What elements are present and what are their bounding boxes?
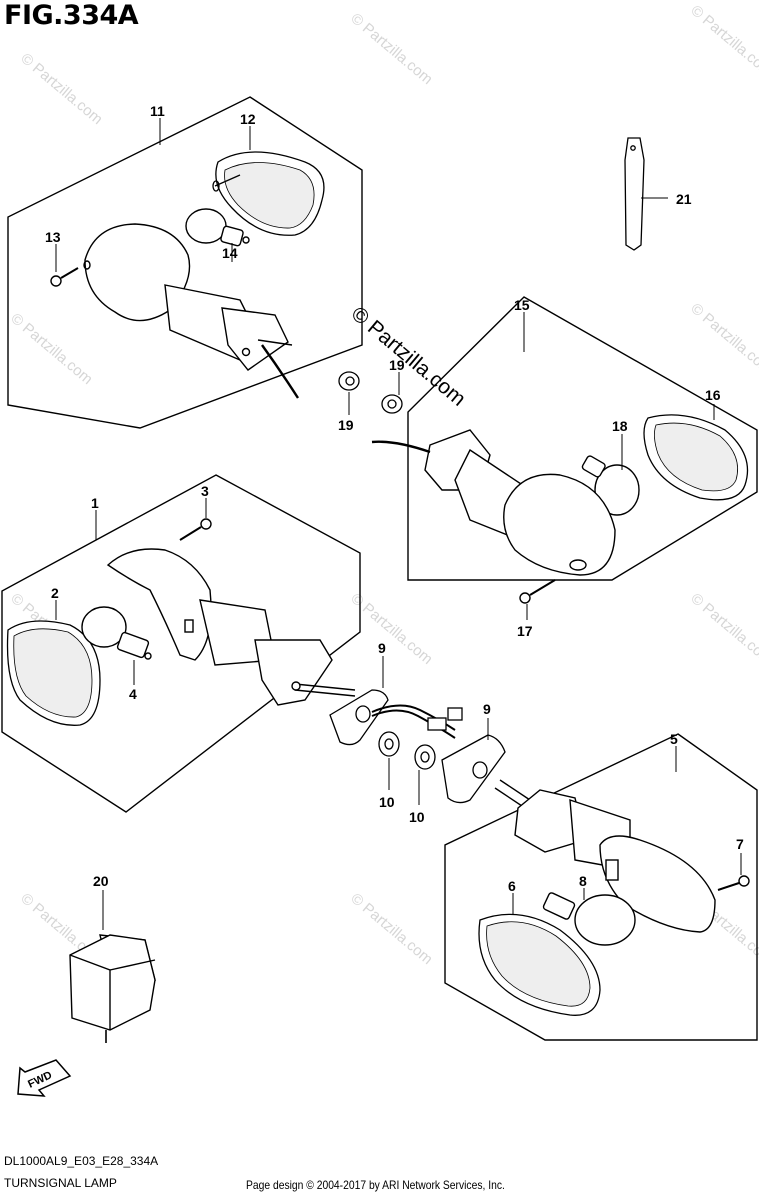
watermark-3: © Partzilla.com [17,50,105,128]
callout-18: 18 [612,418,628,434]
callout-9-right: 9 [483,701,491,717]
screw-13-shape [50,267,79,287]
callout-16: 16 [705,387,721,403]
wiring-harness-shape [371,704,463,739]
model-code: DL1000AL9_E03_E28_334A [4,1154,159,1168]
group-11-front-left-lamp [7,96,363,429]
screw-17-shape [519,579,556,604]
callout-5: 5 [670,731,678,747]
callout-labels: 11 12 13 14 21 15 19 19 16 18 17 3 1 2 4… [45,103,744,894]
gasket-9-b-shape [441,718,506,804]
forward-arrow: FWD [17,1059,72,1097]
callout-11: 11 [150,103,165,119]
bulb-4-shape [81,606,152,660]
watermark-5: © Partzilla.com [687,300,759,378]
center-watermark: © Partzilla.com [347,302,470,411]
gasket-9-a-shape [329,656,389,746]
watermark-1: © Partzilla.com [347,10,435,88]
watermark-10: © Partzilla.com [347,890,435,968]
callout-20: 20 [93,873,109,889]
nut-10-b-shape [414,744,436,805]
group-5-box [444,733,758,1041]
callout-13: 13 [45,229,61,245]
callout-4: 4 [129,686,137,702]
callout-21: 21 [676,191,692,207]
page-credit: Page design © 2004-2017 by ARI Network S… [246,1178,505,1192]
relay-20-shape [69,890,156,1043]
housing-5-shape [494,779,716,933]
callout-19-lower: 19 [338,417,354,433]
bulb-18-shape [581,455,640,516]
nut-19-a-shape [338,371,360,415]
group-11-box [7,96,363,429]
callout-1: 1 [91,495,99,511]
callout-8: 8 [579,873,587,889]
background-watermarks: © Partzilla.com © Partzilla.com © Partzi… [7,2,759,968]
lens-2-shape [6,620,101,726]
callout-10-left: 10 [379,794,395,810]
group-15-front-right-lamp [371,296,758,620]
group-1-box [1,474,361,813]
screw-7-shape [717,853,750,891]
watermark-2: © Partzilla.com [687,2,759,80]
callout-14: 14 [222,245,238,261]
nut-10-a-shape [378,731,400,790]
housing-11-shape [83,223,300,399]
housing-1-shape [106,548,356,706]
callout-15: 15 [514,297,530,313]
callout-19-upper: 19 [389,357,405,373]
watermark-4: © Partzilla.com [7,310,95,388]
section-name: TURNSIGNAL LAMP [4,1176,117,1190]
callout-2: 2 [51,585,59,601]
bulb-14-shape [185,208,250,247]
watermark-7: © Partzilla.com [687,590,759,668]
lens-12-shape [212,151,325,236]
lens-16-shape [643,414,749,501]
group-5-rear-right-lamp [444,733,758,1041]
bulb-8-shape [542,888,636,946]
figure-title: FIG.334A [4,0,139,31]
callout-7: 7 [736,836,744,852]
group-15-box [407,296,758,581]
screw-3-shape [179,518,212,541]
callout-10-right: 10 [409,809,425,825]
strap-21-shape [624,137,668,251]
callout-3: 3 [201,483,209,499]
housing-15-shape [371,429,616,576]
group-1-rear-left-lamp [1,474,361,813]
lens-6-shape [478,893,601,1016]
nut-19-b-shape [381,372,403,414]
callout-12: 12 [240,111,256,127]
callout-6: 6 [508,878,516,894]
callout-17: 17 [517,623,533,639]
callout-9-left: 9 [378,640,386,656]
